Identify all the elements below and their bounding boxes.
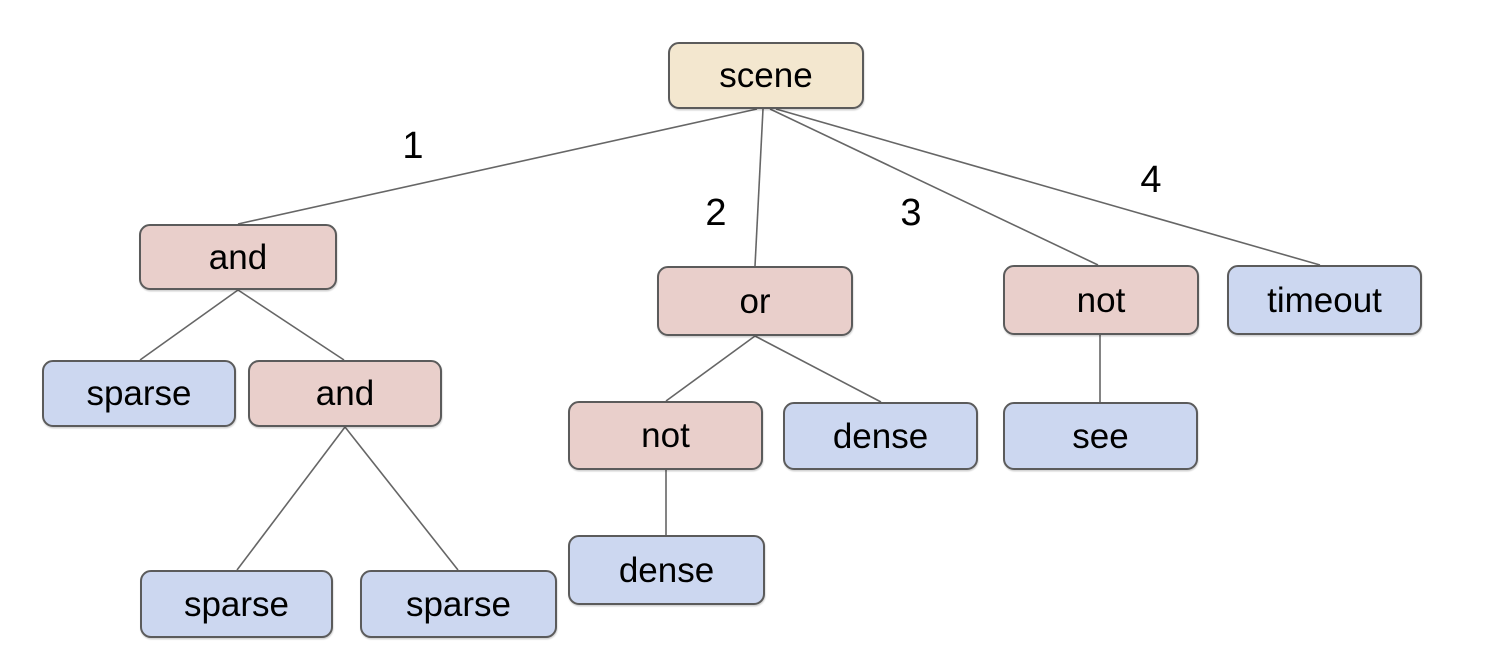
tree-node-timeout-1: timeout	[1227, 265, 1422, 335]
tree-node-sparse-2: sparse	[140, 570, 333, 638]
edge-label-3: 3	[900, 192, 922, 234]
edge-label-4: 4	[1140, 159, 1162, 201]
tree-node-and-1: and	[139, 224, 337, 290]
tree-node-not-1: not	[1003, 265, 1199, 335]
tree-node-and-2: and	[248, 360, 442, 427]
tree-node-or-1: or	[657, 266, 853, 336]
tree-node-sparse-1: sparse	[42, 360, 236, 427]
edge-label-1: 1	[402, 125, 424, 167]
tree-node-scene: scene	[668, 42, 864, 109]
tree-node-dense-2: dense	[568, 535, 765, 605]
tree-node-not-2: not	[568, 401, 763, 470]
tree-node-dense-1: dense	[783, 402, 978, 470]
tree-node-see-1: see	[1003, 402, 1198, 470]
edge-label-2: 2	[705, 192, 727, 234]
tree-node-sparse-3: sparse	[360, 570, 557, 638]
